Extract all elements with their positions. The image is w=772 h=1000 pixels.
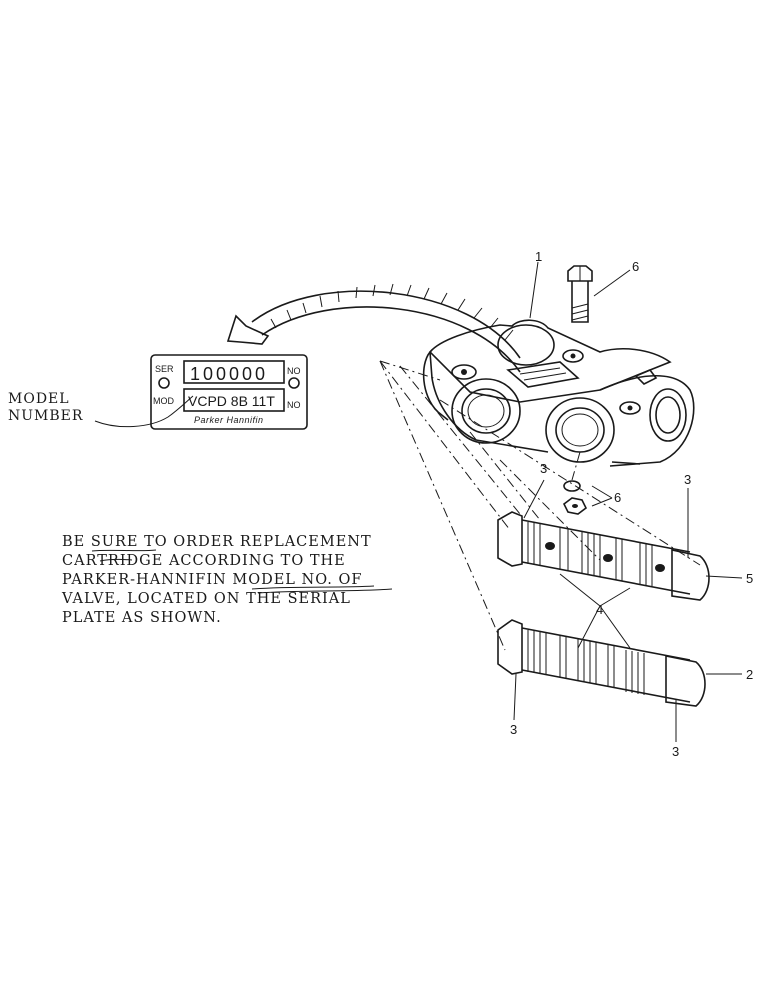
- plate-location-arrow: [226, 283, 521, 373]
- note-underline-cartridge: [99, 558, 133, 562]
- projection-lines: [379, 360, 701, 651]
- callout-leaders: [513, 261, 743, 742]
- callout-6-bolt: 6: [632, 259, 639, 274]
- callout-4: 4: [596, 602, 603, 617]
- callout-3-upper-left: 3: [540, 461, 547, 476]
- instruction-note: BE SURE TO ORDER REPLACEMENT CARTRIDGE A…: [61, 534, 393, 626]
- note-underline-serial: [257, 588, 393, 594]
- plate-no-label-bottom: NO: [287, 400, 301, 410]
- note-line-2: CARTRIDGE ACCORDING TO THE: [62, 553, 346, 569]
- washer-and-nut: [562, 480, 588, 515]
- plate-mod-label: MOD: [153, 396, 174, 406]
- model-number-label: MODEL NUMBER: [8, 391, 194, 428]
- callout-2: 2: [746, 667, 753, 682]
- plate-serial-number: 100000: [190, 364, 268, 384]
- note-underline-model: [251, 585, 375, 590]
- model-number-line-1: MODEL: [8, 391, 70, 407]
- callout-6-nut: 6: [614, 490, 621, 505]
- note-underline-sure: [91, 549, 157, 552]
- mounting-bolt: [567, 265, 593, 323]
- callout-5: 5: [746, 571, 753, 586]
- callout-3-lower-left: 3: [510, 722, 517, 737]
- model-number-line-2: NUMBER: [8, 408, 83, 424]
- callout-3-upper-right: 3: [684, 472, 691, 487]
- cartridge-upper: [497, 511, 710, 601]
- note-line-4: VALVE, LOCATED ON THE SERIAL: [61, 591, 351, 607]
- note-line-5: PLATE AS SHOWN.: [62, 610, 222, 626]
- cartridge-lower: [497, 619, 706, 707]
- callout-3-lower-right: 3: [672, 744, 679, 759]
- valve-body: [422, 319, 695, 467]
- note-line-3: PARKER-HANNIFIN MODEL NO. OF: [62, 572, 362, 588]
- plate-ser-label: SER: [155, 364, 174, 374]
- model-number-leader: [94, 395, 194, 428]
- plate-no-label-top: NO: [287, 366, 301, 376]
- callout-1: 1: [535, 249, 542, 264]
- plate-maker: Parker Hannifin: [194, 415, 264, 425]
- plate-model-number: VCPD 8B 11T: [188, 393, 275, 409]
- serial-plate: SER 100000 NO MOD VCPD 8B 11T NO Parker …: [150, 354, 308, 430]
- note-line-1: BE SURE TO ORDER REPLACEMENT: [62, 534, 372, 550]
